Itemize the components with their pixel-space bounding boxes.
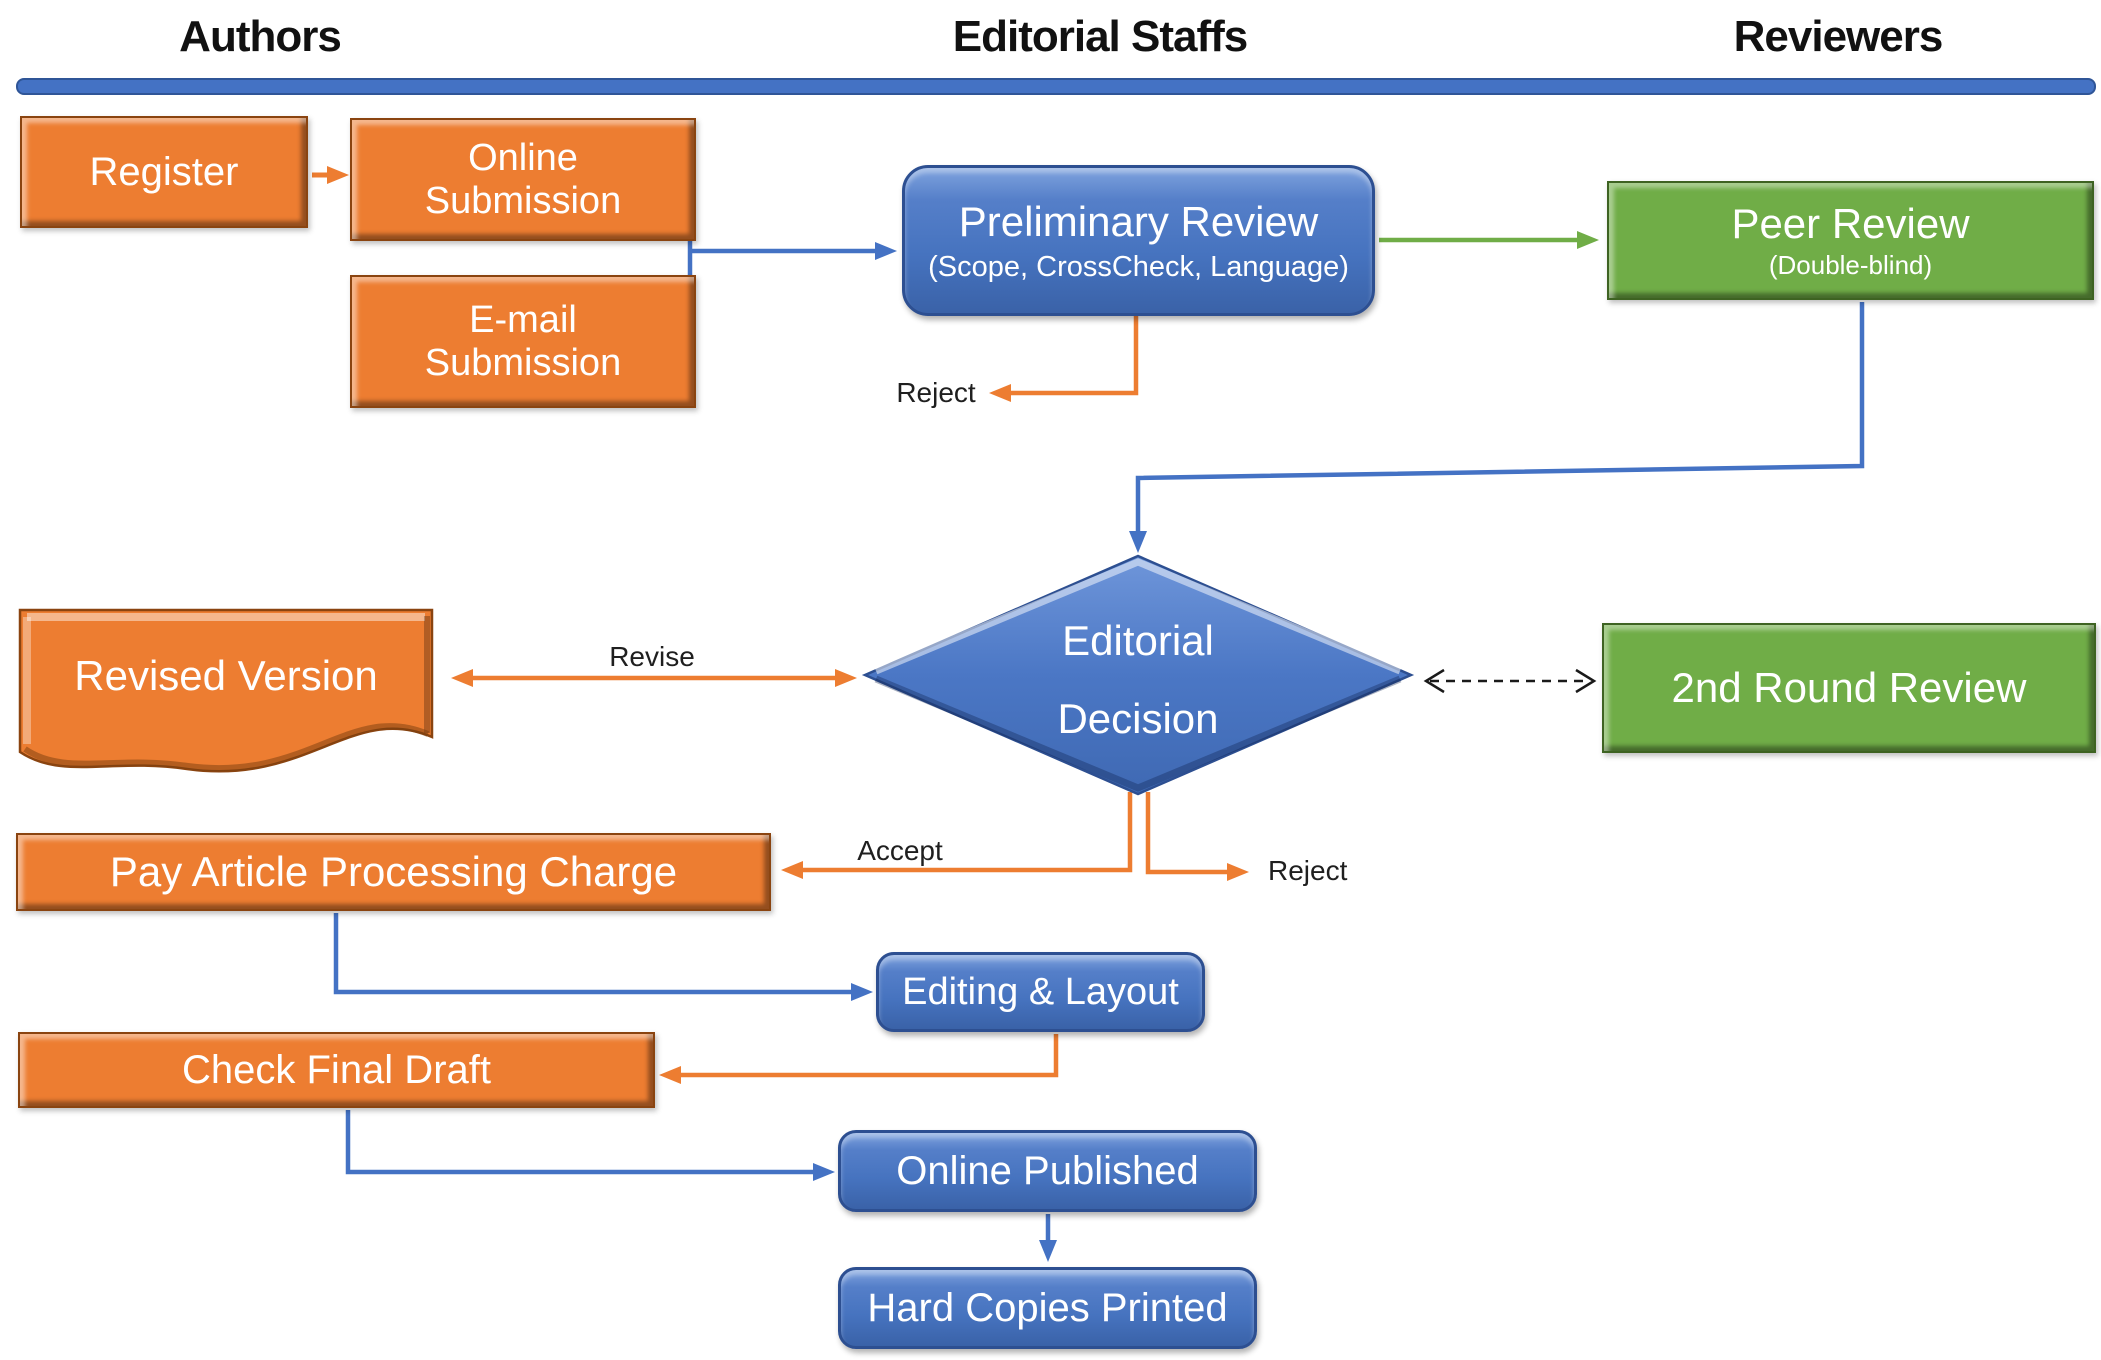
node-hard-copies-printed: Hard Copies Printed — [838, 1267, 1257, 1349]
node-editing-layout: Editing & Layout — [876, 952, 1205, 1032]
edge-label-reject-decision: Reject — [1268, 855, 1348, 886]
edge-label-accept: Accept — [857, 835, 943, 866]
node-2nd-round-review-label: 2nd Round Review — [1671, 664, 2027, 712]
node-online-published-label: Online Published — [896, 1148, 1199, 1193]
edge-label-revise: Revise — [609, 641, 695, 672]
node-online-published: Online Published — [838, 1130, 1257, 1212]
node-check-final-draft-label: Check Final Draft — [182, 1047, 491, 1092]
node-email-submission-label: E-mail Submission — [424, 298, 622, 384]
column-header-editorial-staffs: Editorial Staffs — [952, 12, 1249, 61]
node-2nd-round-review: 2nd Round Review — [1602, 623, 2096, 753]
connector-preliminary-reject — [989, 316, 1139, 402]
node-hard-copies-printed-label: Hard Copies Printed — [867, 1285, 1228, 1330]
node-register-label: Register — [89, 149, 239, 194]
header-divider-bar — [16, 78, 2096, 95]
connector-check-to-online-published — [345, 1110, 835, 1181]
node-editing-layout-label: Editing & Layout — [902, 970, 1179, 1013]
chevron-left-icon — [1423, 668, 1445, 694]
node-register: Register — [20, 116, 308, 228]
chevron-right-icon — [1575, 668, 1597, 694]
node-preliminary-review: Preliminary Review (Scope, CrossCheck, L… — [902, 165, 1375, 316]
connector-pay-to-editing — [333, 913, 873, 1001]
node-online-submission-label: Online Submission — [424, 136, 622, 222]
node-editorial-decision-line2: Decision — [1057, 695, 1219, 742]
node-preliminary-review-title: Preliminary Review — [958, 197, 1319, 245]
connector-decision-reject — [1145, 792, 1249, 881]
column-header-reviewers: Reviewers — [1733, 12, 1944, 61]
node-email-submission: E-mail Submission — [350, 275, 696, 408]
connector-editing-to-check — [659, 1034, 1059, 1084]
node-editorial-decision-shape — [861, 554, 1415, 796]
connector-decision-accept — [781, 792, 1133, 879]
node-preliminary-review-subtitle: (Scope, CrossCheck, Language) — [928, 250, 1349, 283]
edge-label-reject-preliminary: Reject — [896, 377, 976, 408]
connector-peer-to-decision — [1129, 302, 1865, 553]
node-peer-review: Peer Review (Double-blind) — [1607, 181, 2094, 300]
node-peer-review-title: Peer Review — [1731, 200, 1970, 248]
node-editorial-decision-line1: Editorial — [1062, 617, 1214, 664]
node-check-final-draft: Check Final Draft — [18, 1032, 655, 1108]
node-revised-version-label: Revised Version — [74, 652, 378, 699]
node-revised-version-shape — [18, 608, 434, 773]
node-pay-apc: Pay Article Processing Charge — [16, 833, 771, 911]
column-header-authors: Authors — [179, 12, 342, 61]
node-pay-apc-label: Pay Article Processing Charge — [109, 848, 678, 896]
node-online-submission: Online Submission — [350, 118, 696, 241]
node-peer-review-subtitle: (Double-blind) — [1768, 250, 1933, 281]
